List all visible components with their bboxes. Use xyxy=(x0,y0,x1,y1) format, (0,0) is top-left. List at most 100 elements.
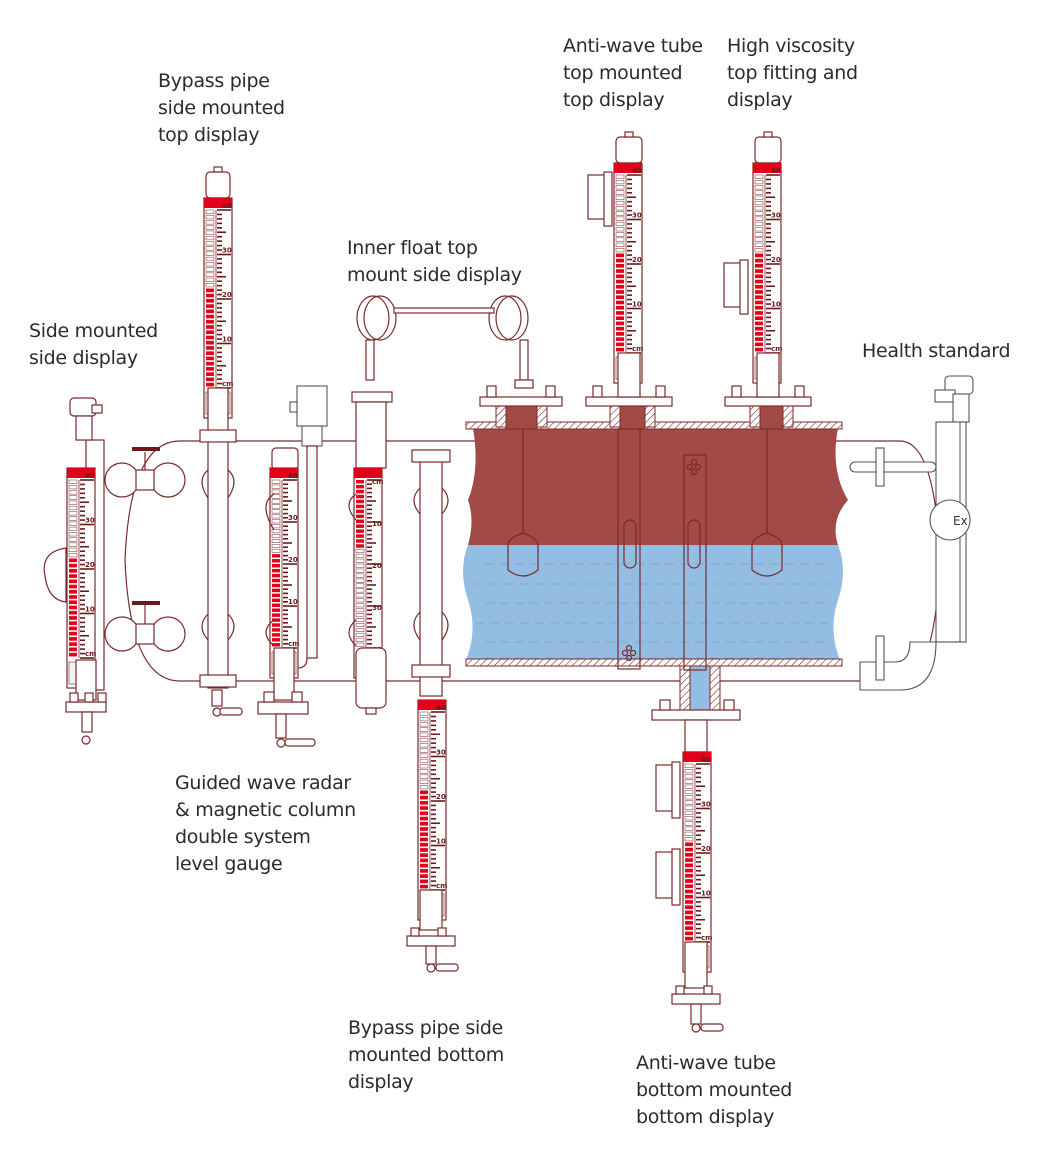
indicator-flap xyxy=(420,832,428,837)
indicator-flap xyxy=(420,827,428,831)
indicator-flap xyxy=(420,790,428,795)
indicator-flap xyxy=(205,283,215,288)
scale-label: 30 xyxy=(222,247,232,255)
indicator-flap xyxy=(754,221,764,227)
scale-label: 10 xyxy=(372,520,382,528)
indicator-flap xyxy=(271,484,281,489)
label-guided-wave-radar: Guided wave radar & magnetic column doub… xyxy=(175,772,356,875)
indicator-flap xyxy=(616,290,624,294)
scale-label: 10 xyxy=(85,606,95,614)
indicator-flap xyxy=(206,309,214,314)
indicator-flap xyxy=(271,494,281,499)
indicator-flap xyxy=(272,603,280,607)
indicator-flap xyxy=(355,627,365,632)
scale-label: cm xyxy=(222,380,233,388)
indicator-flap xyxy=(356,529,364,533)
indicator-flap xyxy=(754,242,764,247)
indicator-flap xyxy=(206,372,214,376)
scale-label: 20 xyxy=(222,291,232,299)
indicator-flap xyxy=(205,256,215,262)
indicator-flap xyxy=(755,311,763,315)
indicator-flap xyxy=(419,764,429,769)
indicator-flap xyxy=(205,262,215,267)
indicator-flap xyxy=(685,931,693,936)
gauge-red-cap xyxy=(418,700,446,710)
indicator-flap xyxy=(205,230,215,235)
indicator-flap xyxy=(68,505,78,511)
indicator-flap xyxy=(272,564,280,568)
label-anti-wave-top-display: Anti-wave tube top mounted top display xyxy=(563,35,703,111)
indicator-flap xyxy=(272,623,280,627)
label-bypass-pipe-bottom-display: Bypass pipe side mounted bottom display xyxy=(348,1017,504,1093)
indicator-flap xyxy=(616,279,624,284)
indicator-flap xyxy=(684,763,694,768)
indicator-flap xyxy=(684,774,694,779)
indicator-flap xyxy=(685,884,693,889)
indicator-flap xyxy=(206,377,214,382)
high-viscosity-switch xyxy=(723,259,749,315)
indicator-flap xyxy=(206,304,214,308)
scale-label: 20 xyxy=(701,845,711,853)
indicator-flap xyxy=(356,480,364,484)
indicator-flap xyxy=(754,211,764,216)
indicator-flap xyxy=(271,479,281,484)
indicator-flap xyxy=(616,305,624,310)
indicator-flap xyxy=(69,589,77,594)
indicator-flap xyxy=(356,534,364,538)
indicator-flap xyxy=(355,637,365,642)
indicator-flap xyxy=(206,346,214,350)
indicator-flap xyxy=(68,511,78,516)
indicator-flap xyxy=(68,547,78,552)
indicator-flap xyxy=(68,532,78,537)
indicator-flap xyxy=(755,284,763,289)
indicator-flap xyxy=(685,905,693,910)
indicator-flap xyxy=(356,494,364,499)
indicator-flap xyxy=(69,626,77,631)
indicator-flap xyxy=(684,837,694,842)
indicator-flap xyxy=(355,642,365,647)
indicator-flap xyxy=(68,521,78,526)
indicator-flap xyxy=(355,598,365,603)
indicator-flap xyxy=(271,548,281,553)
anti-wave-top-switch xyxy=(587,171,613,227)
indicator-flap xyxy=(685,915,693,920)
indicator-flap xyxy=(684,800,694,805)
indicator-flap xyxy=(755,264,763,268)
upper-liquid-region xyxy=(468,428,848,545)
gauge-red-cap xyxy=(204,198,232,208)
indicator-flap xyxy=(356,524,364,528)
indicator-flap xyxy=(205,272,215,277)
indicator-flap xyxy=(755,332,763,336)
indicator-flap xyxy=(419,774,429,779)
label-health-standard: Health standard xyxy=(862,340,1011,362)
indicator-flap xyxy=(272,598,280,603)
indicator-flap xyxy=(355,558,365,563)
indicator-flap xyxy=(355,563,365,568)
indicator-flap xyxy=(206,325,214,329)
indicator-flap xyxy=(615,232,625,237)
indicator-flap xyxy=(205,267,215,272)
indicator-flap xyxy=(420,837,428,842)
indicator-flap xyxy=(68,495,78,500)
indicator-flap xyxy=(69,579,77,584)
indicator-flap xyxy=(420,884,428,889)
indicator-flap xyxy=(615,195,625,200)
indicator-flap xyxy=(355,573,365,578)
indicator-flap xyxy=(272,608,280,612)
indicator-flap xyxy=(754,206,764,211)
indicator-flap xyxy=(419,758,429,764)
indicator-flap xyxy=(685,936,693,941)
scale-label: 10 xyxy=(436,838,446,846)
indicator-flap xyxy=(272,588,280,593)
indicator-flap xyxy=(754,248,764,253)
indicator-flap xyxy=(420,848,428,852)
indicator-flap xyxy=(684,768,694,774)
indicator-flap xyxy=(272,559,280,563)
gauge-red-cap xyxy=(270,468,298,478)
indicator-flap xyxy=(355,623,365,628)
indicator-flap xyxy=(272,578,280,583)
